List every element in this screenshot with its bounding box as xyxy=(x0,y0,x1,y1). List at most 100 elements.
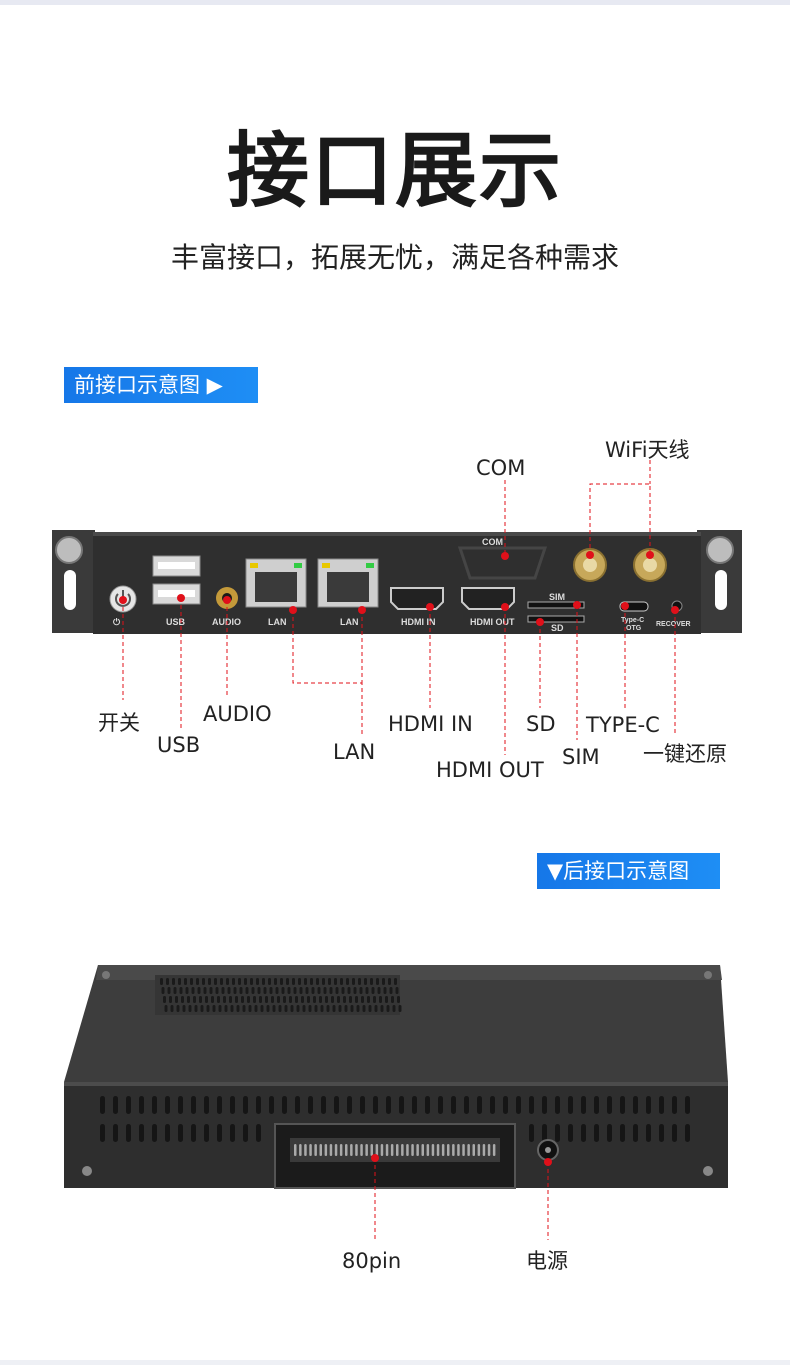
top-vent-slot xyxy=(286,978,289,985)
rear-vent-slot xyxy=(490,1096,495,1114)
top-divider xyxy=(0,0,790,5)
top-vent-slot xyxy=(322,978,325,985)
top-vent-slot xyxy=(233,987,237,994)
top-vent-slot xyxy=(202,978,205,985)
rear-vent-slot xyxy=(581,1124,586,1142)
rear-vent-slot xyxy=(529,1124,534,1142)
rear-vent-slot xyxy=(204,1124,209,1142)
connector-pin xyxy=(319,1144,322,1156)
top-vent-slot xyxy=(191,987,195,994)
rear-vent-slot xyxy=(334,1096,339,1114)
rear-vent-slot xyxy=(594,1096,599,1114)
top-vent-slot xyxy=(301,996,304,1003)
sim-mark: SIM xyxy=(549,592,565,602)
top-vent-slot xyxy=(235,996,238,1003)
top-vent-slot xyxy=(280,978,283,985)
connector-pin xyxy=(411,1144,414,1156)
callout-audio: AUDIO xyxy=(203,702,272,726)
rear-vent-slot xyxy=(269,1096,274,1114)
top-vent-slot xyxy=(356,1005,360,1012)
connector-pin xyxy=(482,1144,486,1156)
top-vent-slot xyxy=(397,996,400,1003)
connector-pin xyxy=(487,1144,491,1156)
front-panel-body xyxy=(93,532,701,634)
rear-vent-slot xyxy=(555,1096,560,1114)
top-vent-slot xyxy=(283,996,286,1003)
com-port-outline xyxy=(457,546,548,580)
top-vent-slot xyxy=(350,1005,354,1012)
top-vent-slot xyxy=(352,978,355,985)
right-thumbscrew xyxy=(706,536,734,564)
rear-vent-slot xyxy=(321,1096,326,1114)
top-vent-slot xyxy=(307,996,310,1003)
top-vent-slot xyxy=(182,1005,186,1012)
rear-vent-slot xyxy=(178,1124,183,1142)
top-vent-slot xyxy=(370,978,373,985)
top-vent-slot xyxy=(190,978,193,985)
top-vent-slot xyxy=(227,987,231,994)
callout-com: COM xyxy=(476,456,526,480)
lan1-mark: LAN xyxy=(268,617,287,627)
top-vent-slot xyxy=(241,996,244,1003)
lan2-mark: LAN xyxy=(340,617,359,627)
connector-pin xyxy=(462,1144,465,1156)
top-vent-slot xyxy=(346,978,349,985)
top-vent-slot xyxy=(379,996,382,1003)
callout-hdmi-in: HDMI IN xyxy=(388,712,473,736)
top-vent-slot xyxy=(169,996,172,1003)
top-vent-slot xyxy=(314,1005,318,1012)
top-vent-slot xyxy=(251,987,255,994)
rear-screw-right xyxy=(703,1166,713,1176)
page-subtitle: 丰富接口，拓展无忧，满足各种需求 xyxy=(170,241,619,274)
rear-vent-slot xyxy=(217,1096,222,1114)
rear-vent-slot xyxy=(633,1124,638,1142)
callout-usb: USB xyxy=(157,733,201,757)
rear-vent-slot xyxy=(685,1124,690,1142)
connector-pin xyxy=(309,1144,312,1156)
rear-vent-slot xyxy=(113,1096,118,1114)
callout-dc-power: 电源 xyxy=(526,1249,568,1273)
top-vent-slot xyxy=(311,987,315,994)
power-mark: ⏻ xyxy=(113,617,121,627)
rear-vent-slot xyxy=(568,1096,573,1114)
top-vent-slot xyxy=(328,978,331,985)
top-vent-slot xyxy=(382,978,385,985)
top-vent-slot xyxy=(211,996,214,1003)
typec-mark: Type-C xyxy=(621,617,644,624)
connector-pin xyxy=(299,1144,302,1156)
top-vent-slot xyxy=(266,1005,270,1012)
top-vent-slot xyxy=(395,987,399,994)
top-vent-slot xyxy=(398,1005,402,1012)
top-vent-slot xyxy=(179,987,183,994)
top-vent-slot xyxy=(367,996,370,1003)
top-vent-slot xyxy=(373,996,376,1003)
top-vent-slot xyxy=(289,996,292,1003)
top-vent-slot xyxy=(166,978,169,985)
connector-pin xyxy=(390,1144,394,1156)
top-vent-slot xyxy=(353,987,357,994)
top-vent-slot xyxy=(209,987,213,994)
top-vent-slot xyxy=(284,1005,288,1012)
rear-vent-slot xyxy=(555,1124,560,1142)
top-vent-slot xyxy=(329,987,333,994)
connector-pin xyxy=(365,1144,368,1156)
top-vent-slot xyxy=(176,1005,180,1012)
rear-vent-slot xyxy=(464,1096,469,1114)
rear-callout-lines xyxy=(374,1158,549,1240)
connector-pin xyxy=(421,1144,424,1156)
top-vent-slot xyxy=(380,1005,384,1012)
top-vent-slot xyxy=(317,987,321,994)
top-vent-slot xyxy=(205,996,208,1003)
rear-vent-slot xyxy=(412,1096,417,1114)
rear-vent-slot xyxy=(542,1096,547,1114)
top-vent-slot xyxy=(310,978,313,985)
top-vent-slot xyxy=(347,987,351,994)
top-vent-slot xyxy=(226,978,229,985)
top-vent-slot xyxy=(184,978,187,985)
rear-vent-slot xyxy=(659,1096,664,1114)
top-vent-slot xyxy=(365,987,369,994)
rear-vent-slot xyxy=(685,1096,690,1114)
connector-pin xyxy=(396,1144,399,1156)
top-vent-slot xyxy=(185,987,189,994)
top-vent-slot xyxy=(244,978,247,985)
